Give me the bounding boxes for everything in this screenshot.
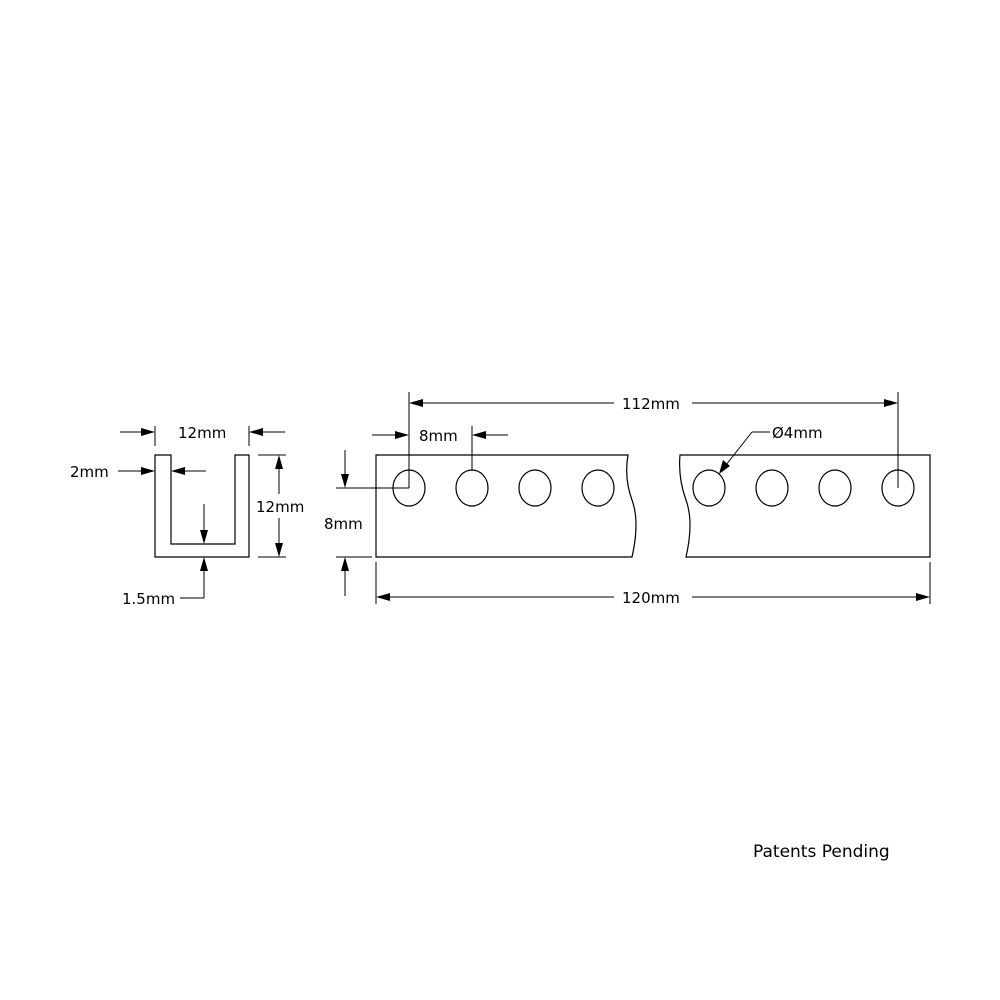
strip-hole-span-label: 112mm <box>622 395 680 413</box>
strip-left-section <box>375 454 637 558</box>
profile-wall-dimension: 2mm <box>70 463 206 481</box>
strip-length-dimension: 120mm <box>375 562 931 607</box>
hole <box>518 469 552 507</box>
strip-right-section <box>679 454 931 558</box>
profile-base-dimension: 1.5mm <box>122 504 208 608</box>
profile-base-label: 1.5mm <box>122 590 175 608</box>
channel-outline <box>154 454 250 558</box>
hole <box>818 469 852 507</box>
hole <box>455 469 489 507</box>
hole <box>755 469 789 507</box>
strip-pitch-dimension: 8mm <box>372 426 508 470</box>
channel-profile: 12mm 2mm 12mm 1.5mm <box>70 424 304 608</box>
profile-height-dimension: 12mm <box>256 454 304 558</box>
patents-pending-note: Patents Pending <box>753 842 890 862</box>
strip-pitch-label: 8mm <box>419 427 458 445</box>
strip-hole-diameter-label: Ø4mm <box>772 424 823 442</box>
strip-view: 112mm 8mm Ø4mm 8mm <box>324 392 931 607</box>
strip-holes <box>392 469 915 507</box>
strip-hole-diameter-callout: Ø4mm <box>719 424 823 474</box>
strip-hole-span-dimension: 112mm <box>408 392 899 488</box>
hole <box>581 469 615 507</box>
hole <box>692 469 726 507</box>
profile-width-label: 12mm <box>178 424 226 442</box>
profile-height-label: 12mm <box>256 498 304 516</box>
strip-length-label: 120mm <box>622 589 680 607</box>
profile-width-dimension: 12mm <box>120 424 285 446</box>
strip-height-label: 8mm <box>324 515 363 533</box>
profile-wall-label: 2mm <box>70 463 109 481</box>
strip-height-dimension: 8mm <box>324 450 409 596</box>
